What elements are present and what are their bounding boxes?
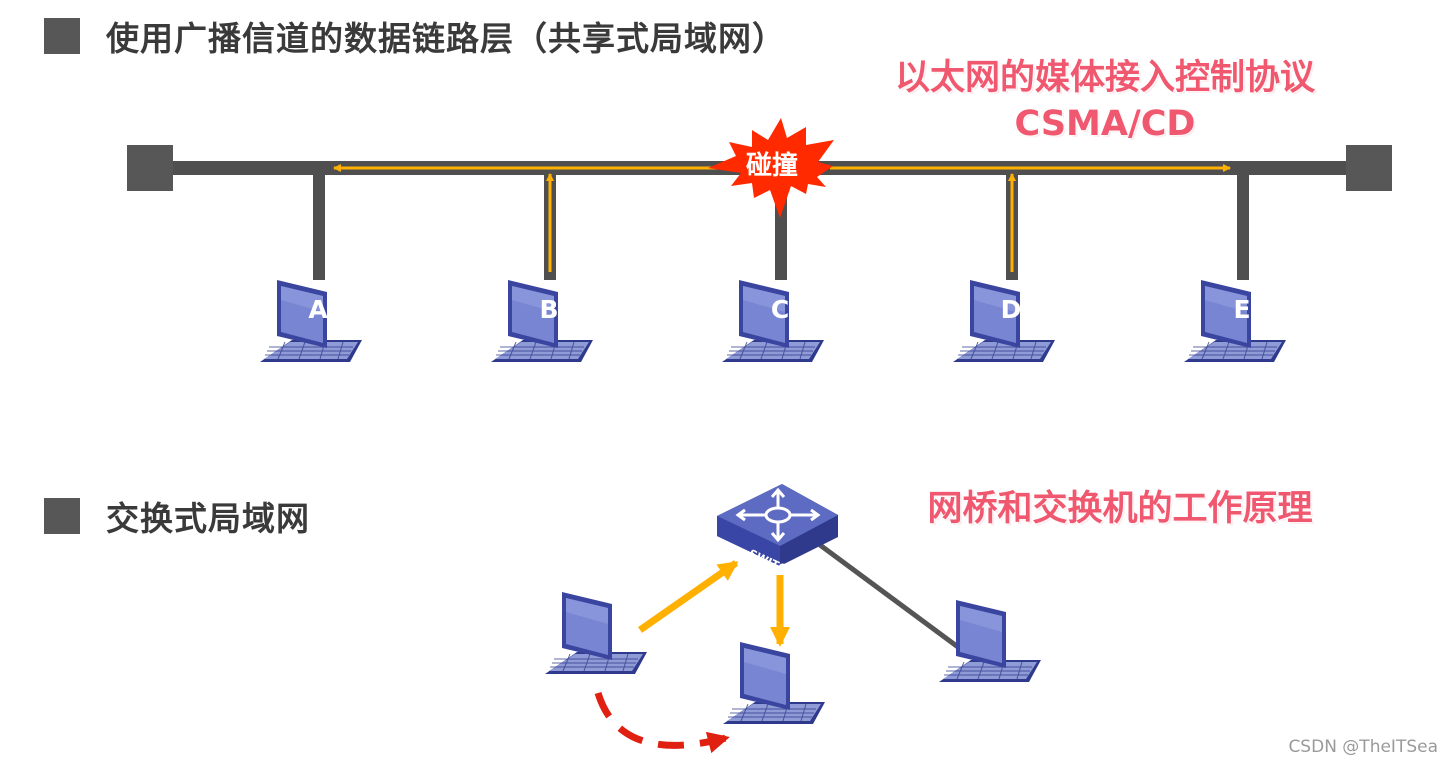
arrow-to-switch bbox=[637, 560, 739, 633]
bullet-square-icon bbox=[44, 18, 80, 54]
host-d: D bbox=[952, 279, 1056, 363]
section-title: 使用广播信道的数据链路层（共享式局域网） bbox=[106, 19, 786, 58]
network-switch: SWITCH bbox=[717, 484, 838, 579]
section-title: 交换式局域网 bbox=[106, 499, 310, 538]
switch-top bbox=[717, 484, 838, 546]
host-label-e: E bbox=[1233, 295, 1250, 324]
host-label-c: C bbox=[771, 295, 789, 324]
csma-caption-line1: 以太网的媒体接入控制协议 bbox=[894, 58, 1315, 98]
host-c: C bbox=[721, 279, 825, 363]
host-b: B bbox=[490, 279, 594, 363]
bus-terminator-right bbox=[1346, 145, 1392, 191]
switch-direction-icon bbox=[735, 487, 821, 543]
collision-burst: 碰撞 bbox=[708, 118, 834, 218]
host-e: E bbox=[1183, 279, 1287, 363]
collision-burst-icon bbox=[708, 118, 834, 218]
host-label-d: D bbox=[1001, 295, 1022, 324]
host-label-b: B bbox=[539, 295, 558, 324]
section-heading-shared-lan: 使用广播信道的数据链路层（共享式局域网） bbox=[44, 12, 786, 60]
bridge-switch-caption: 网桥和交换机的工作原理 bbox=[927, 489, 1313, 529]
csma-caption-line2: CSMA/CD bbox=[1014, 104, 1196, 144]
host-label-a: A bbox=[308, 295, 328, 324]
watermark: CSDN @TheITSea bbox=[1288, 737, 1438, 757]
bus-terminator-left bbox=[127, 145, 173, 191]
section-heading-switched-lan: 交换式局域网 bbox=[44, 492, 310, 540]
laptop-receiver-icon bbox=[722, 641, 826, 725]
collision-label: 碰撞 bbox=[746, 151, 798, 181]
collision-signals bbox=[333, 164, 1231, 272]
switch-side bbox=[717, 516, 780, 566]
bullet-square-icon bbox=[44, 498, 80, 534]
csma-protocol-caption: 以太网的媒体接入控制协议 CSMA/CD bbox=[880, 55, 1330, 147]
drop-line-e bbox=[1237, 175, 1249, 280]
switch-link-right bbox=[818, 542, 964, 653]
switch-forward-arrows bbox=[637, 560, 790, 647]
logical-path-dashed-arrow bbox=[594, 691, 730, 754]
drop-line-a bbox=[313, 175, 325, 280]
laptop-other-icon bbox=[938, 599, 1042, 683]
laptop-sender-icon bbox=[544, 591, 648, 675]
host-a: A bbox=[259, 279, 363, 363]
